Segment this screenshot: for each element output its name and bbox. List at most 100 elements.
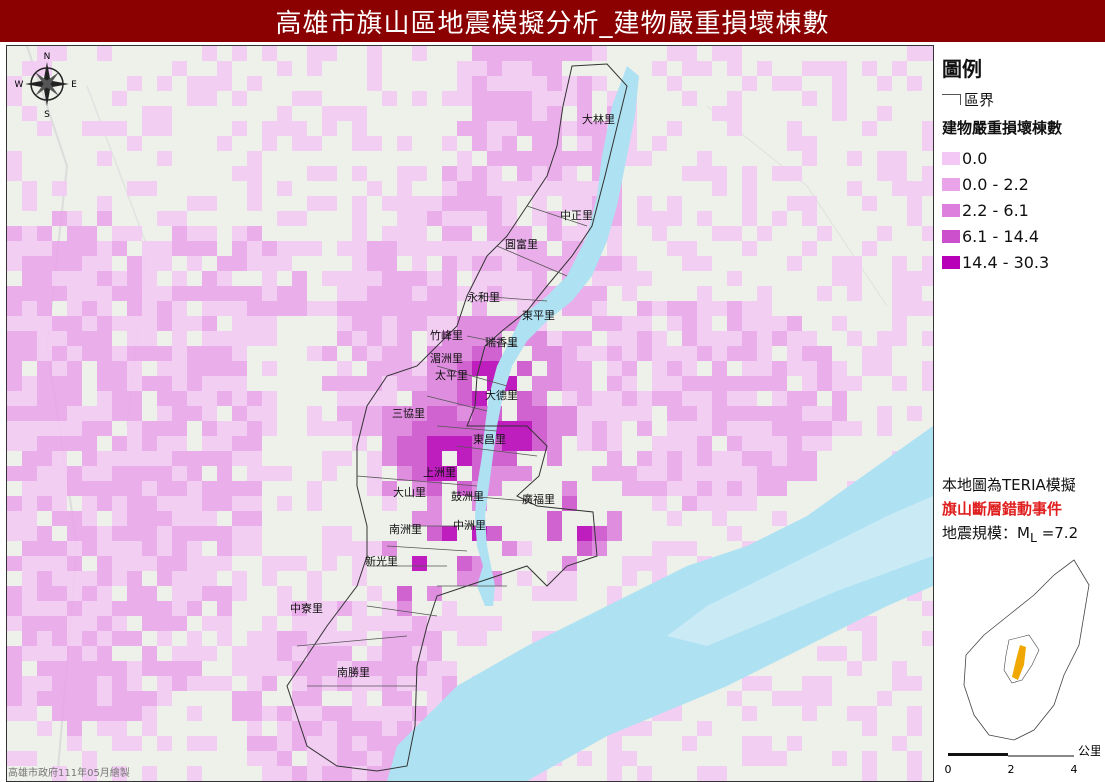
damage-cell (547, 586, 562, 601)
village-label: 中洲里 (453, 519, 486, 532)
village-label: 東昌里 (473, 433, 506, 446)
damage-cell (202, 286, 217, 301)
damage-cell (112, 601, 127, 616)
damage-cell (352, 196, 367, 211)
damage-cell (397, 661, 412, 676)
damage-cell (682, 316, 697, 331)
damage-cell (682, 391, 697, 406)
damage-cell (697, 316, 712, 331)
damage-cell (502, 46, 517, 61)
damage-cell (517, 361, 532, 376)
damage-cell (247, 481, 262, 496)
damage-cell (97, 601, 112, 616)
damage-cell (232, 451, 247, 466)
map-canvas[interactable]: 大林里中正里圓富里永和里東平里竹峰里湄洲里瑞香里太平里大德里三協里東昌里上洲里大… (7, 46, 933, 781)
damage-cell (217, 391, 232, 406)
damage-cell (772, 511, 787, 526)
damage-cell (772, 391, 787, 406)
damage-cell (277, 556, 292, 571)
damage-cell (457, 616, 472, 631)
damage-cell (892, 61, 907, 76)
damage-cell (97, 121, 112, 136)
damage-cell (202, 241, 217, 256)
damage-cell (697, 61, 712, 76)
damage-cell (712, 361, 727, 376)
damage-cell (442, 661, 457, 676)
damage-cell (457, 211, 472, 226)
damage-cell (127, 136, 142, 151)
damage-cell (802, 136, 817, 151)
damage-cell (7, 556, 22, 571)
damage-cell (367, 76, 382, 91)
damage-cell (202, 451, 217, 466)
legend-subtitle: 建物嚴重損壞棟數 (942, 119, 1063, 137)
damage-cell (817, 436, 832, 451)
damage-cell (292, 766, 307, 781)
damage-cell (442, 316, 457, 331)
damage-cell (202, 331, 217, 346)
damage-cell (82, 226, 97, 241)
damage-cell (82, 316, 97, 331)
magnitude-prefix: 地震規模：M (942, 524, 1030, 542)
damage-cell (202, 406, 217, 421)
damage-cell (232, 496, 247, 511)
damage-cell (592, 316, 607, 331)
damage-cell (787, 76, 802, 91)
damage-cell (37, 586, 52, 601)
damage-cell (7, 661, 22, 676)
damage-cell (532, 271, 547, 286)
damage-cell (52, 541, 67, 556)
damage-cell (52, 391, 67, 406)
map-view[interactable]: 大林里中正里圓富里永和里東平里竹峰里湄洲里瑞香里太平里大德里三協里東昌里上洲里大… (6, 45, 934, 782)
damage-cell (292, 676, 307, 691)
damage-cell (637, 316, 652, 331)
damage-cell (307, 631, 322, 646)
damage-cell (832, 316, 847, 331)
damage-cell (712, 511, 727, 526)
damage-cell (217, 616, 232, 631)
damage-cell (157, 361, 172, 376)
damage-cell (517, 271, 532, 286)
damage-cell (802, 676, 817, 691)
damage-cell (127, 571, 142, 586)
damage-cell (802, 361, 817, 376)
damage-cell (352, 241, 367, 256)
qishan-highlight (1012, 645, 1026, 680)
damage-cell (802, 466, 817, 481)
damage-cell (127, 361, 142, 376)
damage-cell (142, 451, 157, 466)
damage-cell (22, 271, 37, 286)
damage-grid (7, 46, 933, 781)
damage-cell (517, 61, 532, 76)
damage-cell (157, 676, 172, 691)
damage-cell (262, 571, 277, 586)
damage-cell (352, 436, 367, 451)
damage-cell (412, 196, 427, 211)
damage-cell (157, 436, 172, 451)
damage-cell (52, 661, 67, 676)
damage-cell (262, 391, 277, 406)
damage-cell (112, 571, 127, 586)
damage-cell (277, 631, 292, 646)
damage-cell (217, 556, 232, 571)
damage-cell (487, 526, 502, 541)
damage-cell (712, 421, 727, 436)
legend-swatch (942, 177, 960, 191)
damage-cell (247, 316, 262, 331)
map-credit: 高雄市政府111年05月繪製 (8, 768, 130, 779)
damage-cell (787, 316, 802, 331)
damage-cell (217, 271, 232, 286)
damage-cell (367, 541, 382, 556)
damage-cell (172, 661, 187, 676)
damage-cell (232, 316, 247, 331)
damage-cell (652, 481, 667, 496)
damage-cell (37, 346, 52, 361)
damage-cell (802, 421, 817, 436)
damage-cell (892, 271, 907, 286)
damage-cell (202, 496, 217, 511)
damage-cell (832, 646, 847, 661)
damage-cell (682, 166, 697, 181)
damage-cell (682, 436, 697, 451)
damage-cell (742, 391, 757, 406)
damage-cell (742, 346, 757, 361)
